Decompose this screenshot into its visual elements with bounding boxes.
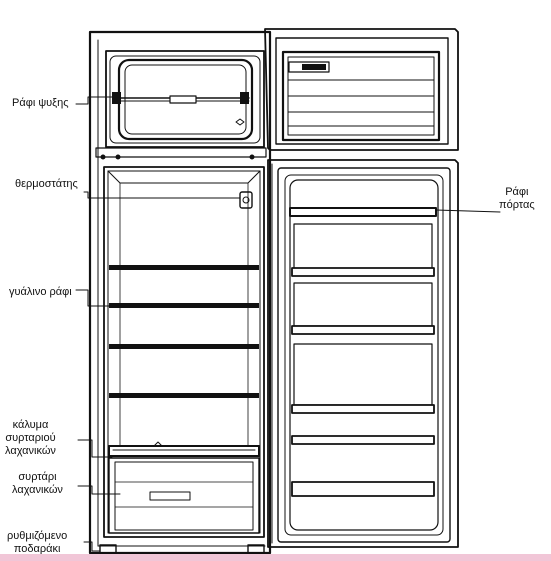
crisper-drawer: [108, 457, 260, 534]
freezer-door: [264, 28, 459, 151]
glass-shelf-label: γυάλινο ράφι: [9, 286, 72, 298]
adjustable-feet: [99, 544, 265, 554]
freezer-shelf-label: Ράφι ψυξης: [12, 97, 69, 109]
leader-lines: [75, 96, 501, 552]
crisper-drawer-label-line-2: λαχανικών: [12, 484, 63, 496]
fridge-door: [267, 159, 459, 548]
glass-shelves: [109, 265, 259, 398]
freezer-compartment: [105, 50, 265, 148]
crisper-cover: [108, 441, 260, 457]
adjustable-feet-label-line-2: ποδαράκι: [13, 543, 61, 555]
crisper-cover-label: κάλυμα συρταριού λαχανικών: [5, 419, 56, 458]
crisper-cover-label-line-1: κάλυμα: [12, 419, 49, 431]
bottom-band: [0, 554, 551, 561]
crisper-cover-label-line-2: συρταριού: [5, 432, 56, 444]
fridge-compartment: [103, 166, 265, 538]
adjustable-feet-label-line-1: ρυθμιζόμενο: [7, 530, 68, 542]
adjustable-feet-label: ρυθμιζόμενο ποδαράκι: [7, 530, 67, 556]
door-shelf-label-line-1: Ράφι: [505, 186, 529, 198]
thermostat-label: θερμοστάτης: [15, 178, 78, 190]
door-shelf-label: Ράφι πόρτας: [499, 186, 535, 212]
crisper-drawer-label-line-1: συρτάρι: [18, 471, 57, 483]
crisper-drawer-label: συρτάρι λαχανικών: [12, 471, 63, 497]
door-shelves: [289, 207, 437, 497]
door-shelf-label-line-2: πόρτας: [499, 199, 535, 211]
crisper-cover-label-line-3: λαχανικών: [5, 445, 56, 457]
cabinet-body: [88, 30, 272, 555]
